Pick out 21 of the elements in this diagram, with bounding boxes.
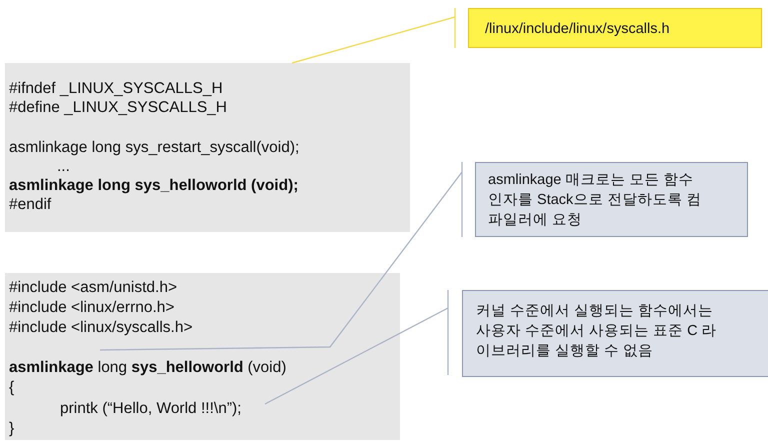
- leader-line: [292, 16, 456, 64]
- code-line: #ifndef _LINUX_SYSCALLS_H: [9, 79, 223, 98]
- code-line: {: [9, 378, 14, 397]
- leader-line: [100, 172, 462, 351]
- code-line: #define _LINUX_SYSCALLS_H: [9, 98, 227, 117]
- code-line: ...: [57, 157, 70, 176]
- code-line: asmlinkage long sys_helloworld (void);: [9, 176, 298, 195]
- code-line: asmlinkage long sys_helloworld (void): [9, 358, 286, 377]
- callout-box: asmlinkage 매크로는 모든 함수 인자를 Stack으로 전달하도록 컴파일러에 요청: [475, 162, 748, 237]
- code-line: #include <asm/unistd.h>: [9, 278, 178, 297]
- code-line: #include <linux/syscalls.h>: [9, 318, 193, 337]
- leader-line: [264, 307, 448, 405]
- code-line: printk (“Hello, World !!!\n”);: [60, 399, 242, 418]
- code-line: #endif: [9, 195, 52, 214]
- code-panel: [5, 63, 410, 232]
- code-panel: [5, 273, 400, 440]
- code-line: asmlinkage long sys_restart_syscall(void);: [9, 138, 300, 157]
- code-line: }: [9, 419, 14, 438]
- callout-box: /linux/include/linux/syscalls.h: [468, 8, 762, 48]
- code-line: #include <linux/errno.h>: [9, 298, 174, 317]
- callout-box: 커널 수준에서 실행되는 함수에서는 사용자 수준에서 사용되는 표준 C 라이브러리를 실행할 수 없음: [462, 290, 768, 377]
